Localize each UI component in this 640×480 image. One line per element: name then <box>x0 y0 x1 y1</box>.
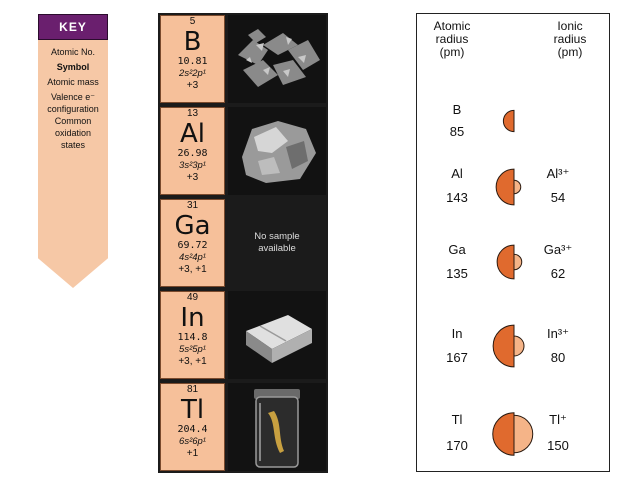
element-tile: 31 Ga 69.72 4s²4p¹ +3, +1 <box>160 199 225 287</box>
key-panel: KEY Atomic No. Symbol Atomic mass Valenc… <box>38 14 108 288</box>
boron-sample-photo <box>228 15 326 103</box>
atomic-mass: 26.98 <box>177 148 208 159</box>
element-symbol: In <box>180 303 205 333</box>
oxidation-states: +3 <box>186 172 199 183</box>
atom-label-ga: Ga <box>448 242 466 257</box>
atomic-half-circle-in <box>492 324 515 368</box>
no-sample-notice: No sample available <box>228 199 326 287</box>
key-title: KEY <box>38 14 108 40</box>
atomic-head-2: radius <box>435 32 469 46</box>
key-valence-line2: configuration <box>47 104 99 114</box>
no-sample-line2: available <box>258 243 296 254</box>
atomic-number: 81 <box>186 384 199 395</box>
key-oxidation-line3: states <box>60 140 85 150</box>
atomic-half-circle-b <box>502 109 515 133</box>
atomic-head-3: (pm) <box>439 45 465 59</box>
atom-label-tl: Tl <box>451 412 463 427</box>
ionic-radius-al: 54 <box>550 190 566 205</box>
element-row-thallium: 81 Tl 204.4 6s²6p¹ +1 <box>158 381 328 471</box>
ionic-half-circle-tl <box>513 414 534 454</box>
ion-label-in: In³⁺ <box>546 326 570 341</box>
element-symbol: Ga <box>174 211 211 241</box>
atomic-mass: 114.8 <box>177 332 208 343</box>
atomic-number: 31 <box>186 200 199 211</box>
element-row-gallium: 31 Ga 69.72 4s²4p¹ +3, +1 No sample avai… <box>158 197 328 287</box>
atomic-half-circle-ga <box>496 244 515 280</box>
oxidation-states: +3, +1 <box>178 264 207 275</box>
atomic-half-circle-tl <box>492 412 515 456</box>
element-row-boron: 5 B 10.81 2s²2p¹ +3 <box>158 13 328 103</box>
ionic-half-circle-ga <box>513 253 523 271</box>
key-legend: Atomic No. Symbol Atomic mass Valence e⁻… <box>38 40 108 288</box>
key-oxidation-line2: oxidation <box>54 128 92 138</box>
element-tile: 49 In 114.8 5s²5p¹ +3, +1 <box>160 291 225 379</box>
key-symbol: Symbol <box>56 62 90 72</box>
atomic-head-1: Atomic <box>433 19 471 33</box>
aluminum-sample-photo <box>228 107 326 195</box>
ionic-radius-tl: 150 <box>547 438 569 453</box>
atom-label-b: B <box>452 102 462 117</box>
atomic-radius-in: 167 <box>446 350 468 365</box>
ionic-radius-in: 80 <box>550 350 566 365</box>
atomic-radius-ga: 135 <box>446 266 468 281</box>
indium-sample-photo <box>228 291 326 379</box>
atomic-mass: 10.81 <box>177 56 208 67</box>
valence-config: 4s²4p¹ <box>179 252 206 263</box>
radius-comparison-graphic <box>492 109 534 456</box>
atomic-mass: 69.72 <box>177 240 208 251</box>
atomic-mass: 204.4 <box>177 424 208 435</box>
ion-label-al: Al³⁺ <box>546 166 570 181</box>
no-sample-line1: No sample <box>254 231 300 242</box>
element-tile: 5 B 10.81 2s²2p¹ +3 <box>160 15 225 103</box>
key-atomic-no: Atomic No. <box>50 47 95 57</box>
atomic-radius-heading: Atomic radius (pm) <box>417 20 487 59</box>
element-symbol: Tl <box>180 395 205 425</box>
ionic-radius-heading: Ionic radius (pm) <box>535 20 605 59</box>
element-tile: 13 Al 26.98 3s²3p¹ +3 <box>160 107 225 195</box>
atomic-radius-b: 85 <box>449 124 465 139</box>
element-tile: 81 Tl 204.4 6s²6p¹ +1 <box>160 383 225 471</box>
valence-config: 6s²6p¹ <box>179 436 206 447</box>
atomic-number: 5 <box>189 16 196 27</box>
ionic-head-2: radius <box>553 32 587 46</box>
element-column: 5 B 10.81 2s²2p¹ +3 13 Al 26.98 3s <box>158 13 328 473</box>
element-row-aluminum: 13 Al 26.98 3s²3p¹ +3 <box>158 105 328 195</box>
element-symbol: B <box>183 27 202 57</box>
key-oxidation: Common oxidation states <box>38 115 108 151</box>
valence-config: 3s²3p¹ <box>179 160 206 171</box>
ionic-half-circle-in <box>513 335 525 357</box>
ion-label-tl: Tl⁺ <box>549 412 567 427</box>
ion-label-ga: Ga³⁺ <box>543 242 573 257</box>
atomic-number: 13 <box>186 108 199 119</box>
valence-config: 5s²5p¹ <box>179 344 206 355</box>
atom-label-in: In <box>451 326 463 341</box>
oxidation-states: +3, +1 <box>178 356 207 367</box>
atomic-radius-al: 143 <box>446 190 468 205</box>
oxidation-states: +3 <box>186 80 199 91</box>
atomic-radius-tl: 170 <box>446 438 468 453</box>
key-atomic-mass: Atomic mass <box>47 77 99 87</box>
key-valence-line1: Valence e⁻ <box>50 92 96 102</box>
thallium-sample-photo <box>228 383 326 471</box>
element-row-indium: 49 In 114.8 5s²5p¹ +3, +1 <box>158 289 328 379</box>
element-symbol: Al <box>179 119 205 149</box>
atomic-half-circle-al <box>495 168 515 206</box>
ionic-head-3: (pm) <box>557 45 583 59</box>
key-valence: Valence e⁻ configuration <box>38 91 108 115</box>
atom-label-al: Al <box>451 166 463 181</box>
radius-panel: Atomic radius (pm) Ionic radius (pm) B 8… <box>416 13 610 472</box>
ionic-radius-ga: 62 <box>550 266 566 281</box>
ionic-half-circle-al <box>513 179 522 195</box>
valence-config: 2s²2p¹ <box>179 68 206 79</box>
oxidation-states: +1 <box>186 448 199 459</box>
ionic-head-1: Ionic <box>557 19 583 33</box>
atomic-number: 49 <box>186 292 199 303</box>
key-oxidation-line1: Common <box>54 116 92 126</box>
